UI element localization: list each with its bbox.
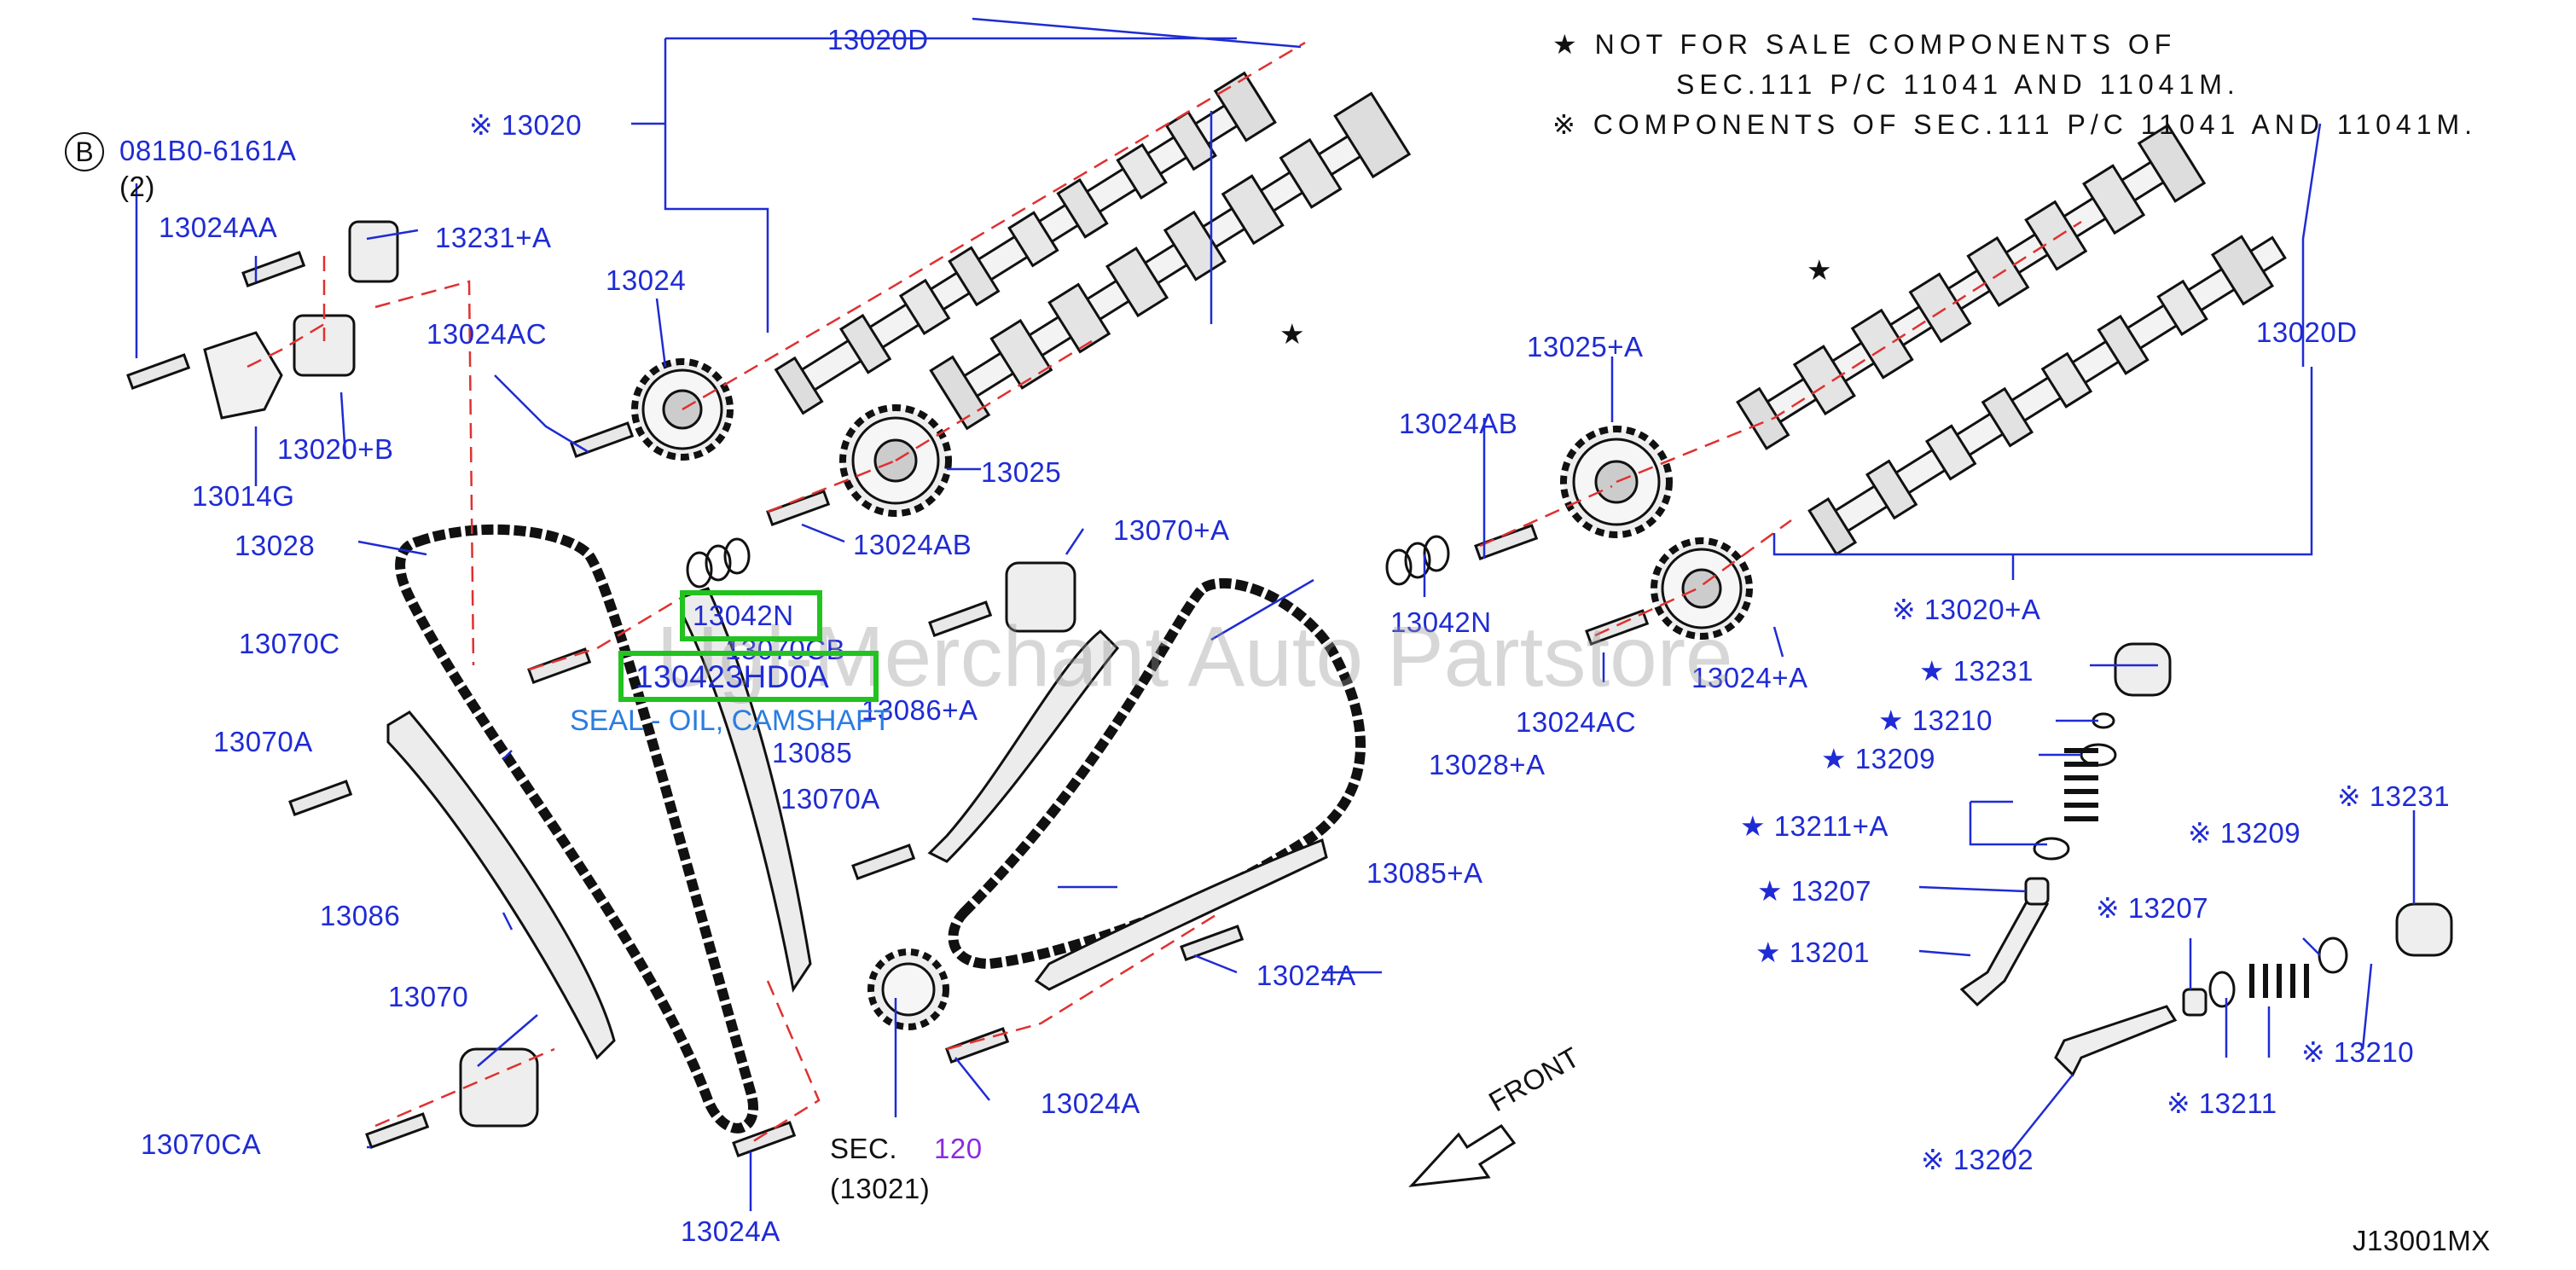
part-label[interactable]: ★ 13210: [1878, 705, 1993, 736]
star-marker: ★: [1807, 254, 1833, 286]
bolt-ref-qty: (2): [119, 171, 155, 202]
part-label[interactable]: 13231+A: [435, 222, 552, 253]
part-label[interactable]: 13024: [606, 264, 687, 296]
diagram-id: J13001MX: [2353, 1225, 2491, 1256]
highlight-box-130423HD0A[interactable]: [618, 651, 879, 702]
part-label[interactable]: 13020D: [2256, 316, 2358, 348]
part-label[interactable]: ※ 13207: [2096, 892, 2209, 924]
part-label[interactable]: ※ 13209: [2188, 817, 2301, 849]
part-label[interactable]: 13024AC: [426, 318, 548, 350]
tensioner-13070: [459, 1047, 539, 1128]
seal-13207: [2024, 877, 2050, 906]
plug-13231A: [348, 220, 399, 283]
part-label[interactable]: 13020+B: [277, 433, 394, 465]
sec-prefix: SEC.: [830, 1133, 898, 1164]
highlight-box-13042N[interactable]: [680, 590, 822, 641]
part-label[interactable]: ※ 13210: [2301, 1036, 2415, 1068]
crank-sprocket: [867, 948, 949, 1030]
part-label[interactable]: 13028: [235, 530, 316, 561]
part-label[interactable]: ※ 13211: [2167, 1087, 2277, 1119]
tensioner-13070A: [1005, 561, 1076, 633]
part-label[interactable]: 13086+A: [862, 694, 978, 726]
chain-13028A: [948, 577, 1366, 970]
lifter-13231: [2114, 642, 2172, 697]
note-not-for-sale: ★ NOT FOR SALE COMPONENTS OF: [1552, 29, 2177, 60]
sec-number[interactable]: 120: [934, 1133, 983, 1164]
part-label[interactable]: 13024A: [1041, 1087, 1140, 1119]
part-label[interactable]: ★ 13211+A: [1740, 810, 1888, 842]
tensioner-13020B: [293, 314, 356, 377]
retainer-13209-b: [2318, 937, 2348, 974]
camshaft-intake-left: [929, 91, 1412, 431]
part-label[interactable]: ※ 13020: [469, 109, 583, 141]
gasket-13014G: [203, 331, 283, 420]
part-label[interactable]: ★ 13201: [1755, 937, 1871, 968]
guide-13086: [386, 710, 616, 1060]
part-label[interactable]: ※ 13202: [1921, 1144, 2034, 1175]
highlight-part-b[interactable]: 130423HD0A: [635, 659, 830, 694]
part-label[interactable]: ★ 13207: [1757, 875, 1872, 907]
washer: [2033, 837, 2070, 861]
camshaft-intake-right: [1736, 123, 2207, 450]
part-label[interactable]: 13024+A: [1691, 662, 1808, 693]
part-label[interactable]: 13070: [388, 981, 469, 1012]
camshaft-exhaust-left: [774, 71, 1277, 415]
washer-b: [2208, 971, 2236, 1008]
part-label[interactable]: 13085+A: [1366, 857, 1483, 889]
watermark: Ugl-Merchant Auto Partstore: [657, 609, 1733, 705]
valve-13202: [2054, 1005, 2178, 1077]
highlight-description: SEAL - OIL, CAMSHAFT: [570, 705, 891, 737]
sec-sub: (13021): [830, 1173, 931, 1204]
part-label[interactable]: 13014G: [192, 480, 295, 512]
part-label[interactable]: 13024AB: [1399, 408, 1518, 439]
part-label[interactable]: ★ 13209: [1821, 743, 1936, 774]
front-arrow: [1408, 1123, 1517, 1187]
guide-13085A: [1034, 838, 1328, 991]
part-label[interactable]: 13024A: [681, 1215, 780, 1247]
part-label[interactable]: 13042N: [1390, 606, 1492, 638]
part-label[interactable]: 13020D: [827, 24, 929, 55]
seal-13207-b: [2182, 988, 2208, 1017]
note-components: ※ COMPONENTS OF SEC.111 P/C 11041 AND 11…: [1552, 109, 2478, 140]
lifter-13231-b: [2395, 902, 2453, 957]
note-sec-ref: SEC.111 P/C 11041 AND 11041M.: [1676, 69, 2240, 100]
part-label[interactable]: 13024AC: [1516, 706, 1637, 738]
guide-13085: [681, 587, 812, 993]
highlight-part-a[interactable]: 13042N: [693, 600, 794, 631]
chain-13028: [395, 524, 758, 1134]
part-label[interactable]: 13025+A: [1527, 331, 1644, 362]
part-label[interactable]: 13070C: [239, 628, 340, 659]
part-label[interactable]: ※ 13231: [2337, 780, 2451, 812]
part-label[interactable]: 13028+A: [1429, 749, 1546, 780]
part-label[interactable]: 13070A: [213, 726, 313, 757]
seals-13042N-left: [686, 537, 751, 589]
bolt-ref-code[interactable]: 081B0-6161A: [119, 135, 297, 166]
part-label[interactable]: 13070A: [780, 783, 880, 815]
part-label[interactable]: 13024A: [1256, 960, 1356, 991]
part-label[interactable]: 13024AB: [853, 529, 972, 560]
part-label[interactable]: ★ 13231: [1919, 655, 2034, 687]
seals-13042N-right: [1385, 535, 1450, 586]
part-label[interactable]: 13085: [772, 737, 853, 768]
bolt-ref-circle: B: [65, 132, 104, 171]
part-label[interactable]: 13024AA: [159, 212, 278, 243]
star-marker: ★: [1279, 318, 1306, 350]
guide-13086A: [927, 629, 1120, 863]
part-label[interactable]: 13086: [320, 900, 401, 931]
spring-13211A: [2064, 748, 2098, 821]
part-label[interactable]: 13070+A: [1113, 514, 1230, 546]
spring-13211: [2249, 964, 2309, 998]
part-label[interactable]: 13070CA: [141, 1128, 262, 1160]
camshaft-exhaust-right: [1807, 235, 2287, 556]
valve-13201: [1959, 894, 2050, 1007]
part-label[interactable]: ※ 13020+A: [1892, 594, 2041, 625]
part-label[interactable]: 13025: [981, 456, 1062, 488]
